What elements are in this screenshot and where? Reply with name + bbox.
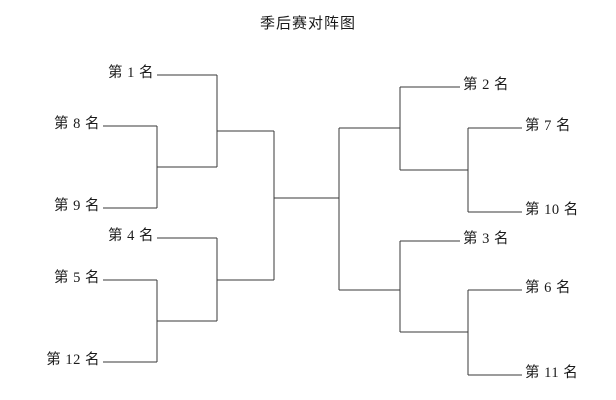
seed-label-rank-9: 第 9 名 (54, 198, 100, 214)
seed-label-rank-7: 第 7 名 (525, 118, 571, 134)
seed-label-rank-2: 第 2 名 (463, 77, 509, 93)
seed-label-rank-3: 第 3 名 (463, 231, 509, 247)
seed-label-rank-5: 第 5 名 (54, 270, 100, 286)
seed-label-rank-6: 第 6 名 (525, 280, 571, 296)
seed-label-rank-12: 第 12 名 (46, 352, 100, 368)
seed-label-rank-10: 第 10 名 (525, 202, 579, 218)
page-title: 季后赛对阵图 (259, 16, 356, 32)
seed-label-rank-1: 第 1 名 (108, 65, 154, 81)
seed-label-rank-11: 第 11 名 (525, 365, 579, 381)
seed-label-rank-8: 第 8 名 (54, 116, 100, 132)
seed-label-rank-4: 第 4 名 (108, 228, 154, 244)
